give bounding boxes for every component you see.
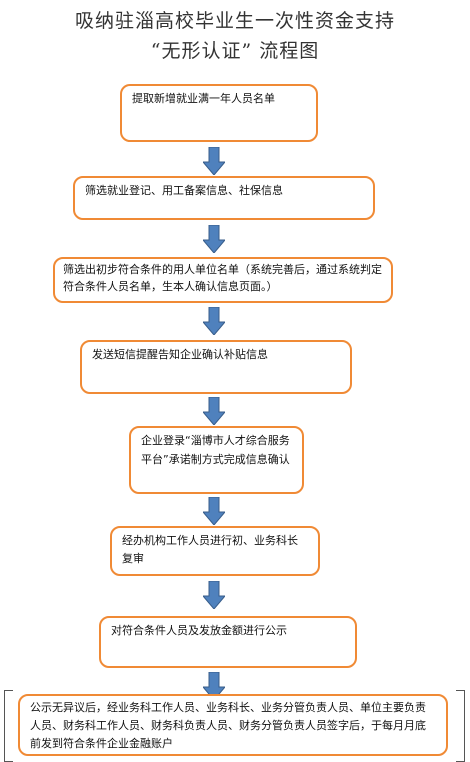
step-4-sms-notice: 发送短信提醒告知企业确认补贴信息 [80, 340, 352, 394]
step-6-review: 经办机构工作人员进行初、业务科长复审 [110, 526, 320, 576]
step-7-public-notice: 对符合条件人员及发放金额进行公示 [99, 616, 357, 668]
diagram-title-line-1: 吸纳驻淄高校毕业生一次性资金支持 [74, 10, 395, 32]
step-2-screen-records: 筛选就业登记、用工备案信息、社保信息 [73, 176, 375, 220]
step-1-extract-list: 提取新增就业满一年人员名单 [120, 84, 318, 142]
arrow-down-icon [203, 147, 225, 175]
arrow-down-icon [203, 397, 225, 425]
arrow-down-icon [203, 497, 225, 525]
left-bracket-mark [4, 690, 13, 762]
right-bracket-mark [456, 690, 465, 762]
arrow-down-icon [203, 672, 225, 700]
arrow-down-icon [203, 307, 225, 335]
step-3-preliminary-list: 筛选出初步符合条件的用人单位名单（系统完善后，通过系统判定符合条件人员名单，生本… [53, 257, 393, 303]
step-8-sign-and-pay: 公示无异议后，经业务科工作人员、业务科长、业务分管负责人员、单位主要负责人员、财… [18, 694, 448, 756]
arrow-down-icon [203, 225, 225, 253]
step-5-enterprise-confirm: 企业登录“淄博市人才综合服务平台”承诺制方式完成信息确认 [129, 426, 304, 494]
diagram-title-line-2: “无形认证” 流程图 [150, 40, 320, 62]
arrow-down-icon [203, 581, 225, 609]
